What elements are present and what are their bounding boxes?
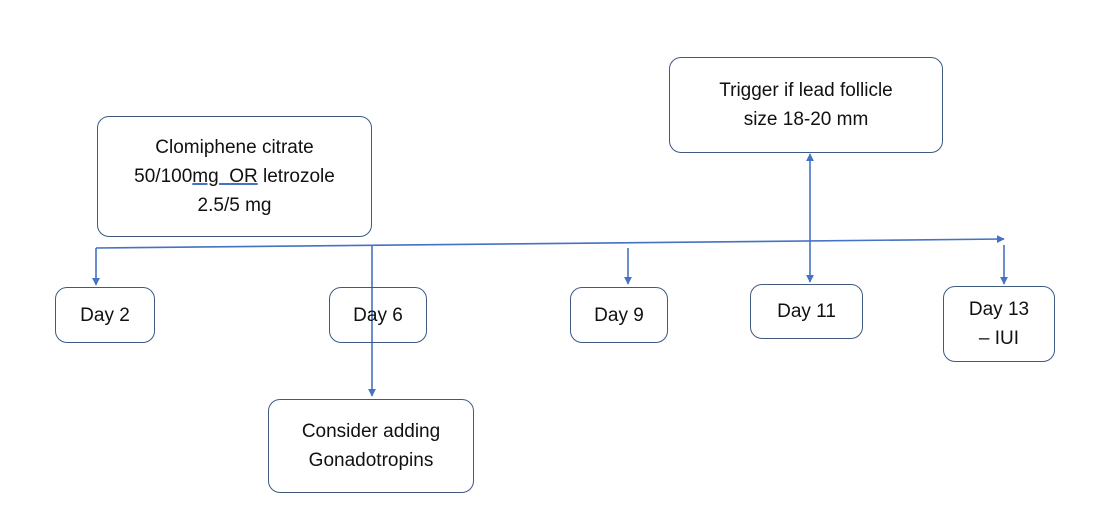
drug-line-3: 2.5/5 mg (197, 195, 272, 216)
day-11-label: Day 11 (777, 301, 836, 322)
drug-line-2: 50/100mg OR letrozole (134, 166, 335, 187)
trigger-line-1: Trigger if lead follicle (719, 80, 893, 101)
gonadotropins-line-2: Gonadotropins (308, 450, 434, 471)
day-11-box: Day 11 (750, 284, 863, 339)
day-9-label: Day 9 (594, 304, 644, 326)
drug-regimen-box: Clomiphene citrate 50/100mg OR letrozole… (97, 116, 372, 237)
iui-label: – IUI (978, 328, 1020, 349)
day-2-label: Day 2 (80, 304, 130, 326)
day-13-box: Day 13 – IUI (943, 286, 1055, 362)
drug-line-1: Clomiphene citrate (155, 137, 314, 158)
gonadotropins-box: Consider adding Gonadotropins (268, 399, 474, 493)
day-6-label: Day 6 (353, 304, 403, 326)
day-6-box: Day 6 (329, 287, 427, 343)
day-9-box: Day 9 (570, 287, 668, 343)
day-2-box: Day 2 (55, 287, 155, 343)
trigger-line-2: size 18-20 mm (743, 109, 869, 130)
trigger-box: Trigger if lead follicle size 18-20 mm (669, 57, 943, 153)
day-13-label: Day 13 (968, 299, 1030, 320)
timeline-axis (95, 235, 1005, 249)
gonadotropins-line-1: Consider adding (301, 421, 441, 442)
